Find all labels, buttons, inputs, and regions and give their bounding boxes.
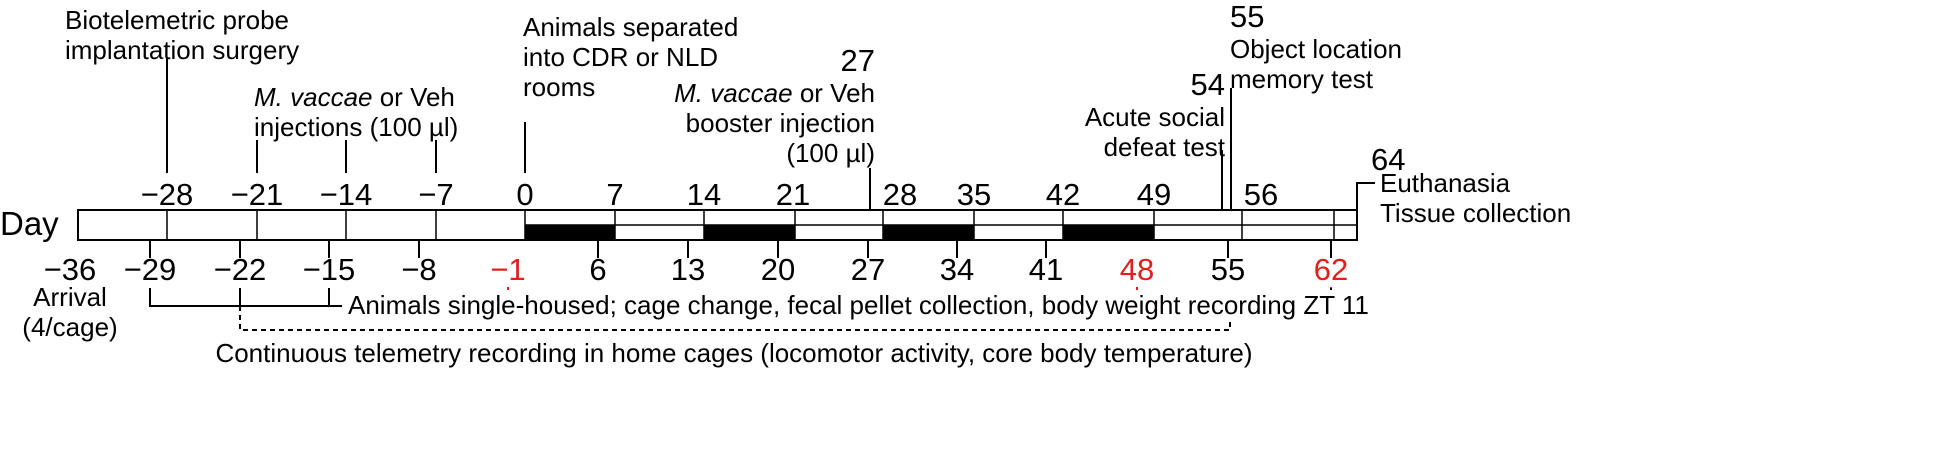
euthanasia-day: 64 bbox=[1371, 142, 1406, 177]
top-tick-label: 49 bbox=[1136, 177, 1172, 212]
bottom-tick-label: −8 bbox=[401, 252, 437, 287]
day-axis-label: Day bbox=[0, 205, 59, 242]
bottom-tick-label: −36 bbox=[43, 252, 97, 287]
booster-italic: M. vaccae bbox=[674, 78, 793, 108]
social-defeat-day: 54 bbox=[1190, 67, 1225, 102]
dark-phase-block-3 bbox=[883, 225, 974, 240]
surgery-line-1: Biotelemetric probe bbox=[65, 5, 289, 35]
arrival-line-2: (4/cage) bbox=[22, 312, 118, 342]
separated-line-3: rooms bbox=[523, 72, 596, 102]
social-defeat-line-1: Acute social bbox=[1084, 102, 1225, 132]
top-tick-label: 56 bbox=[1243, 177, 1279, 212]
telemetry-text: Continuous telemetry recording in home c… bbox=[215, 338, 1253, 368]
euthanasia-line-1: Euthanasia bbox=[1380, 168, 1511, 198]
arrival-annotation: Arrival (4/cage) bbox=[22, 282, 117, 342]
euthanasia-annotation: Euthanasia Tissue collection bbox=[1380, 168, 1571, 228]
bottom-tick-label-red: 62 bbox=[1313, 252, 1349, 287]
social-defeat-line-2: defeat test bbox=[1103, 132, 1225, 162]
separated-annotation: Animals separated into CDR or NLD rooms bbox=[523, 12, 738, 102]
arrival-line-1: Arrival bbox=[33, 282, 107, 312]
top-tick-label: −7 bbox=[418, 177, 454, 212]
single-housed-text: Animals single-housed; cage change, feca… bbox=[345, 290, 1372, 320]
bottom-tick-label: −29 bbox=[123, 252, 177, 287]
separated-line-2: into CDR or NLD bbox=[523, 42, 719, 72]
bottom-tick-label: 27 bbox=[850, 252, 886, 287]
bottom-tick-label: 20 bbox=[760, 252, 796, 287]
dark-phase-block-1 bbox=[525, 225, 615, 240]
top-tick-label: −21 bbox=[230, 177, 284, 212]
dark-phase-block-2 bbox=[704, 225, 795, 240]
top-tick-label: 28 bbox=[882, 177, 918, 212]
surgery-annotation: Biotelemetric probe implantation surgery bbox=[65, 5, 299, 65]
top-tick-label: 35 bbox=[956, 177, 992, 212]
dark-phase-block-4 bbox=[1063, 225, 1154, 240]
booster-line-2: booster injection bbox=[685, 108, 875, 138]
bottom-tick-label-red: −1 bbox=[490, 252, 526, 287]
injections-italic: M. vaccae bbox=[254, 82, 373, 112]
top-tick-label: 42 bbox=[1045, 177, 1081, 212]
top-tick-label: 21 bbox=[775, 177, 811, 212]
bottom-tick-label: −15 bbox=[302, 252, 356, 287]
top-tick-label: 0 bbox=[516, 177, 534, 212]
bottom-tick-label: −22 bbox=[213, 252, 267, 287]
bottom-tick-label: 13 bbox=[670, 252, 706, 287]
injections-annotation: M. vaccae or Veh injections (100 µl) bbox=[254, 82, 458, 142]
week-dividers bbox=[166, 210, 1335, 240]
top-tick-label: −14 bbox=[319, 177, 373, 212]
object-location-line-2: memory test bbox=[1230, 64, 1374, 94]
booster-line-1: M. vaccae or Veh bbox=[674, 78, 875, 108]
object-location-day: 55 bbox=[1230, 0, 1265, 34]
booster-line-1-rest: or Veh bbox=[792, 78, 875, 108]
booster-day: 27 bbox=[840, 43, 875, 78]
tissue-collection-line: Tissue collection bbox=[1380, 198, 1572, 228]
object-location-annotation: 55 Object location memory test bbox=[1230, 0, 1402, 94]
bottom-tick-label-red: 48 bbox=[1119, 252, 1155, 287]
booster-annotation: 27 M. vaccae or Veh booster injection (1… bbox=[674, 43, 875, 169]
top-tick-label: 7 bbox=[606, 177, 624, 212]
bottom-tick-label: 6 bbox=[589, 252, 607, 287]
top-event-lines bbox=[166, 58, 1375, 210]
top-tick-label: −28 bbox=[140, 177, 194, 212]
injections-line-2: injections (100 µl) bbox=[254, 112, 459, 142]
bottom-tick-label: 34 bbox=[939, 252, 975, 287]
surgery-line-2: implantation surgery bbox=[65, 35, 300, 65]
social-defeat-annotation: 54 Acute social defeat test bbox=[1084, 67, 1225, 163]
injections-line-1-rest: or Veh bbox=[372, 82, 455, 112]
bottom-tick-label: 41 bbox=[1028, 252, 1064, 287]
object-location-line-1: Object location bbox=[1230, 34, 1402, 64]
top-tick-label: 14 bbox=[686, 177, 722, 212]
booster-line-3: (100 µl) bbox=[786, 138, 875, 168]
bottom-tick-label: 55 bbox=[1210, 252, 1246, 287]
injections-line-1: M. vaccae or Veh bbox=[254, 82, 458, 112]
separated-line-1: Animals separated bbox=[523, 12, 739, 42]
